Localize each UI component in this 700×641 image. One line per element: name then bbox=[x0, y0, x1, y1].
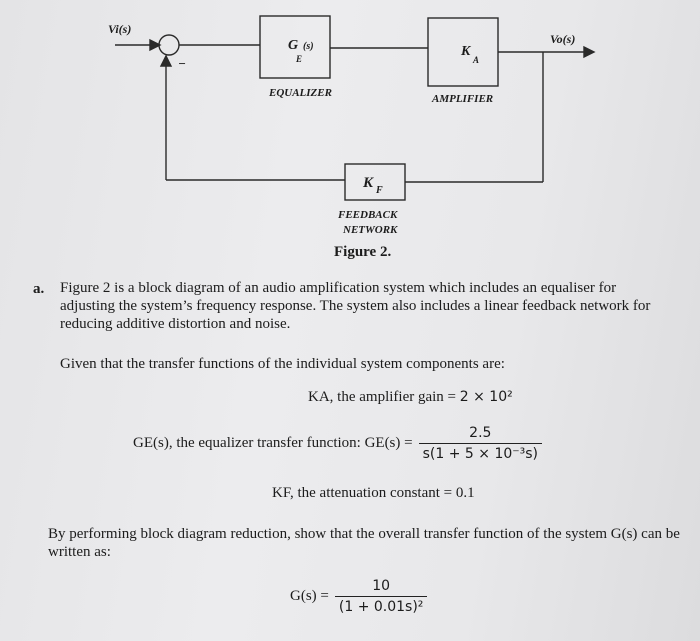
amplifier-symbol: K bbox=[460, 44, 472, 59]
equalizer-caption: EQUALIZER bbox=[268, 87, 332, 99]
g-lhs: G(s) = bbox=[290, 588, 329, 604]
kf-line: KF, the attenuation constant = 0.1 bbox=[272, 485, 475, 501]
feedback-subscript: F bbox=[375, 185, 383, 196]
ge-denominator: s(1 + 5 × 10⁻³s) bbox=[418, 443, 543, 462]
summing-junction bbox=[158, 34, 180, 56]
output-label: Vo(s) bbox=[550, 32, 575, 46]
feedback-block bbox=[344, 163, 406, 201]
question-label: a. bbox=[33, 281, 45, 297]
g-fraction: 10 (1 + 0.01s)² bbox=[334, 578, 428, 615]
g-line: G(s) = 10 (1 + 0.01s)² bbox=[290, 578, 428, 615]
ka-value: 2 × 10² bbox=[459, 389, 513, 405]
feedback-caption-line2: NETWORK bbox=[342, 224, 398, 236]
task-statement: By performing block diagram reduction, s… bbox=[48, 526, 680, 560]
equalizer-symbol: G bbox=[288, 38, 298, 53]
equalizer-paren: (s) bbox=[303, 41, 314, 52]
equalizer-subscript: E bbox=[295, 54, 302, 64]
feedback-arrowhead bbox=[159, 54, 173, 67]
minus-sign: − bbox=[178, 56, 186, 71]
feedback-symbol: K bbox=[362, 175, 374, 191]
g-denominator: (1 + 0.01s)² bbox=[334, 596, 428, 615]
ka-text: KA, the amplifier gain = bbox=[308, 389, 460, 405]
ge-numerator: 2.5 bbox=[469, 425, 492, 441]
block-diagram: Vi(s) − G (s) E EQUALIZER K A AMPLIFIER … bbox=[108, 15, 596, 236]
amplifier-subscript: A bbox=[472, 55, 479, 65]
ge-fraction: 2.5 s(1 + 5 × 10⁻³s) bbox=[418, 425, 543, 462]
amplifier-caption: AMPLIFIER bbox=[431, 93, 493, 105]
output-arrowhead bbox=[583, 45, 596, 59]
input-label: Vi(s) bbox=[108, 22, 131, 36]
equalizer-block bbox=[259, 15, 331, 79]
question-intro: Figure 2 is a block diagram of an audio … bbox=[60, 280, 651, 332]
given-statement: Given that the transfer functions of the… bbox=[60, 356, 505, 372]
g-numerator: 10 bbox=[372, 578, 391, 594]
ge-line: GE(s), the equalizer transfer function: … bbox=[133, 425, 543, 462]
feedback-caption-line1: FEEDBACK bbox=[337, 209, 398, 221]
ge-text: GE(s), the equalizer transfer function: … bbox=[133, 435, 413, 451]
figure-caption: Figure 2. bbox=[334, 244, 392, 260]
ka-line: KA, the amplifier gain = 2 × 10² bbox=[308, 389, 513, 406]
input-arrowhead bbox=[149, 38, 162, 52]
